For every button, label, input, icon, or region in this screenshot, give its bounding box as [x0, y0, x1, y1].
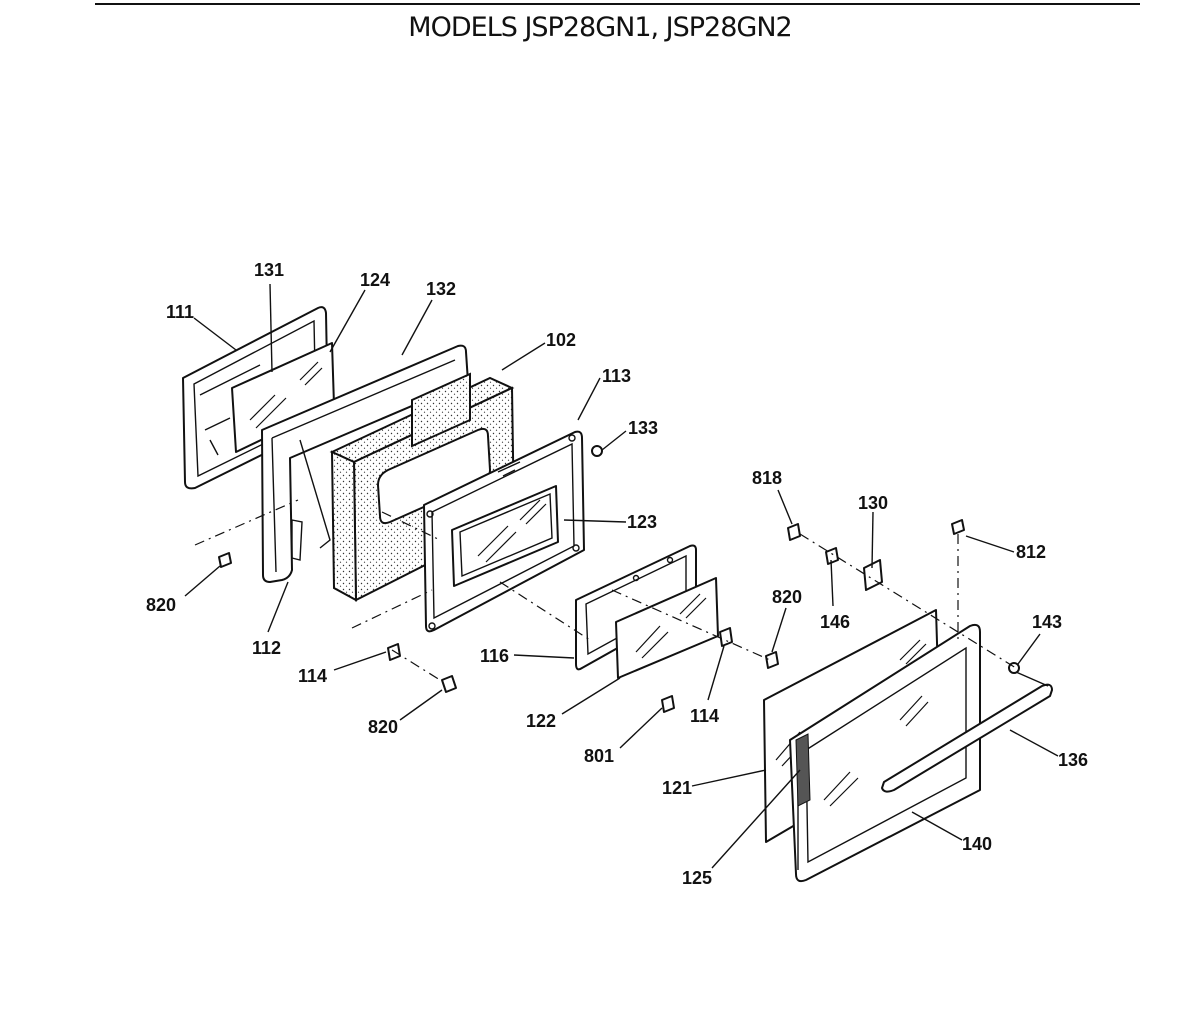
callout-132: 132 [426, 279, 456, 299]
callout-812: 812 [1016, 542, 1046, 562]
callout-114-right: 114 [690, 706, 719, 726]
callout-123: 123 [627, 512, 657, 532]
leader-lines [184, 283, 1059, 869]
callout-801: 801 [584, 746, 614, 766]
callout-140: 140 [962, 834, 992, 854]
callout-125: 125 [682, 868, 712, 888]
callout-122: 122 [526, 711, 556, 731]
callout-146: 146 [820, 612, 850, 632]
part-140-outer-door-frame [789, 623, 981, 883]
callout-102: 102 [546, 330, 576, 350]
callout-133: 133 [628, 418, 658, 438]
callout-818: 818 [752, 468, 782, 488]
page-title: MODELS JSP28GN1, JSP28GN2 [408, 12, 792, 43]
callout-136: 136 [1058, 750, 1088, 770]
callout-143: 143 [1032, 612, 1062, 632]
callout-124: 124 [360, 270, 390, 290]
part-123-glass [451, 485, 559, 587]
callout-130: 130 [858, 493, 888, 513]
part-102-insulation-block [329, 372, 516, 602]
part-820-screw-left [218, 552, 232, 568]
callout-820-bottom: 820 [368, 717, 398, 737]
callout-131: 131 [254, 260, 284, 280]
top-rule [95, 3, 1140, 5]
part-136-door-handle [881, 671, 1053, 793]
part-820-screw-right [765, 651, 779, 669]
part-820-screw-bottom [441, 675, 457, 693]
part-114-clip-left [387, 643, 401, 661]
callout-114-left: 114 [298, 666, 327, 686]
callout-113: 113 [602, 366, 631, 386]
part-818-screw [787, 523, 801, 541]
part-114-clip-right [719, 627, 733, 647]
part-146-spacer [825, 547, 839, 565]
part-130-bracket [863, 559, 883, 591]
part-122-glass [615, 577, 719, 679]
callout-111: 111 [166, 302, 194, 322]
part-812-screw [951, 519, 965, 535]
callout-121: 121 [662, 778, 692, 798]
callout-116: 116 [480, 646, 509, 666]
callout-112: 112 [252, 638, 281, 658]
fasteners [218, 445, 1020, 713]
callout-820-left: 820 [146, 595, 176, 615]
callout-820-right: 820 [772, 587, 802, 607]
part-801-screw [661, 695, 675, 713]
part-133-nut [591, 445, 603, 457]
part-132-door-gasket-frame [261, 344, 469, 583]
assembly-lines [194, 499, 1017, 681]
callout-labels: 111 131 124 132 102 113 133 123 820 112 … [146, 260, 1088, 888]
